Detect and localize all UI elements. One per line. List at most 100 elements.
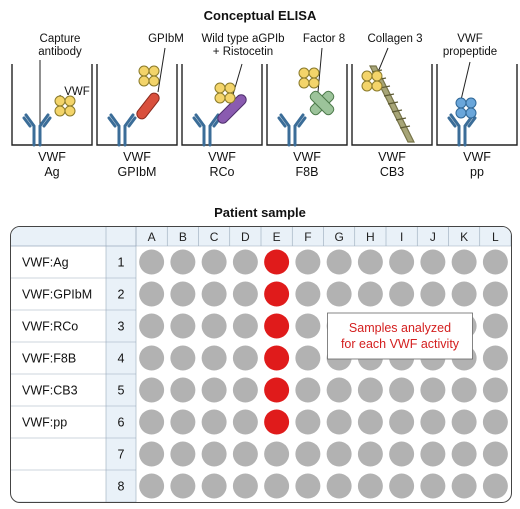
row-number-2: 2 — [118, 288, 125, 302]
elisa-wells-illustration — [11, 47, 518, 147]
plate-well-G8 — [326, 473, 352, 499]
capture-label-line1: Capture — [39, 33, 81, 45]
plate-well-F2 — [295, 281, 321, 307]
plate-well-A1 — [139, 249, 165, 275]
plate-well-C6 — [201, 409, 227, 435]
assay-label-bottom: Ag — [44, 165, 60, 179]
column-header-h: H — [366, 230, 375, 244]
plate-well-F4 — [295, 345, 321, 371]
capture-label-line2: antibody — [38, 46, 82, 58]
plate-well-D2 — [232, 281, 258, 307]
plate-well-K5 — [451, 377, 477, 403]
assay-label-top: VWF — [38, 150, 66, 164]
assay-label-bottom: CB3 — [379, 165, 405, 179]
row-number-1: 1 — [118, 256, 125, 270]
vwf-icon — [298, 67, 320, 89]
plate-well-I8 — [389, 473, 415, 499]
plate-well-G7 — [326, 441, 352, 467]
plate-well-I7 — [389, 441, 415, 467]
column-header-l: L — [492, 230, 499, 244]
plate-well-B1 — [170, 249, 196, 275]
assay-label-top: VWF — [293, 150, 321, 164]
plate-well-L8 — [482, 473, 508, 499]
propeptide-label: VWF propeptide — [430, 33, 510, 59]
plate-well-K7 — [451, 441, 477, 467]
gpibm-protein-icon — [136, 92, 160, 120]
column-header-k: K — [460, 230, 468, 244]
plate-well-B6 — [170, 409, 196, 435]
plate-well-F5 — [295, 377, 321, 403]
antibody-icon — [277, 113, 307, 147]
wildtype-label: Wild type aGPIb + Ristocetin — [188, 33, 298, 59]
antibody-icon — [107, 113, 137, 147]
column-header-e: E — [273, 230, 281, 244]
plate-well-I2 — [389, 281, 415, 307]
row-number-6: 6 — [118, 416, 125, 430]
well-pp — [436, 64, 518, 147]
vwf-label: VWF — [64, 86, 90, 98]
plate-well-C7 — [201, 441, 227, 467]
plate-well-H8 — [357, 473, 383, 499]
propeptide-label-line2: propeptide — [442, 46, 498, 58]
column-header-a: A — [148, 230, 156, 244]
row-number-band — [106, 227, 136, 502]
column-header-i: I — [400, 230, 403, 244]
plate-well-B4 — [170, 345, 196, 371]
plate-well-G1 — [326, 249, 352, 275]
row-label: VWF:F8B — [22, 352, 76, 366]
propeptide-icon — [455, 97, 477, 119]
well-cb3 — [351, 64, 433, 146]
plate-well-B8 — [170, 473, 196, 499]
plate-well-G6 — [326, 409, 352, 435]
capture-antibody-label: Capture antibody — [20, 33, 100, 59]
elisa-title: Conceptual ELISA — [203, 8, 317, 23]
plate-well-D1 — [232, 249, 258, 275]
row-label: VWF:Ag — [22, 256, 69, 270]
plate-well-C4 — [201, 345, 227, 371]
plate-well-L1 — [482, 249, 508, 275]
factor8-label: Factor 8 — [302, 33, 346, 45]
plate-well-C5 — [201, 377, 227, 403]
column-header-b: B — [179, 230, 187, 244]
plate-well-K6 — [451, 409, 477, 435]
wildtype-label-line1: Wild type aGPIb — [201, 33, 285, 45]
plate-well-I1 — [389, 249, 415, 275]
column-header-d: D — [241, 230, 250, 244]
collagen-label: Collagen 3 — [367, 33, 423, 45]
propeptide-label-line1: VWF — [457, 33, 483, 45]
well-rco — [181, 64, 263, 147]
row-number-3: 3 — [118, 320, 125, 334]
plate-well-K1 — [451, 249, 477, 275]
patient-sample-title: Patient sample — [214, 205, 306, 220]
plate-well-F6 — [295, 409, 321, 435]
collagen-leader-line — [377, 47, 389, 73]
propeptide-leader-line — [460, 61, 471, 101]
plate-well-L6 — [482, 409, 508, 435]
plate-well-D4 — [232, 345, 258, 371]
assay-label-bottom: pp — [470, 165, 484, 179]
assay-label-bottom: GPIbM — [117, 165, 157, 179]
plate-well-D7 — [232, 441, 258, 467]
column-header-j: J — [430, 230, 436, 244]
plate-well-D6 — [232, 409, 258, 435]
gpibm-label: GPIbM — [148, 33, 184, 45]
plate-well-E6 — [264, 409, 290, 435]
plate-well-G2 — [326, 281, 352, 307]
row-label: VWF:pp — [22, 416, 67, 430]
plate-well-E5 — [264, 377, 290, 403]
samples-note-line: for each VWF activity — [341, 337, 460, 351]
column-header-f: F — [304, 230, 311, 244]
plate-well-A4 — [139, 345, 165, 371]
assay-label-top: VWF — [378, 150, 406, 164]
column-header-g: G — [334, 230, 343, 244]
factor8-icon — [309, 90, 335, 116]
plate-well-F7 — [295, 441, 321, 467]
row-number-4: 4 — [118, 352, 125, 366]
plate-well-C1 — [201, 249, 227, 275]
